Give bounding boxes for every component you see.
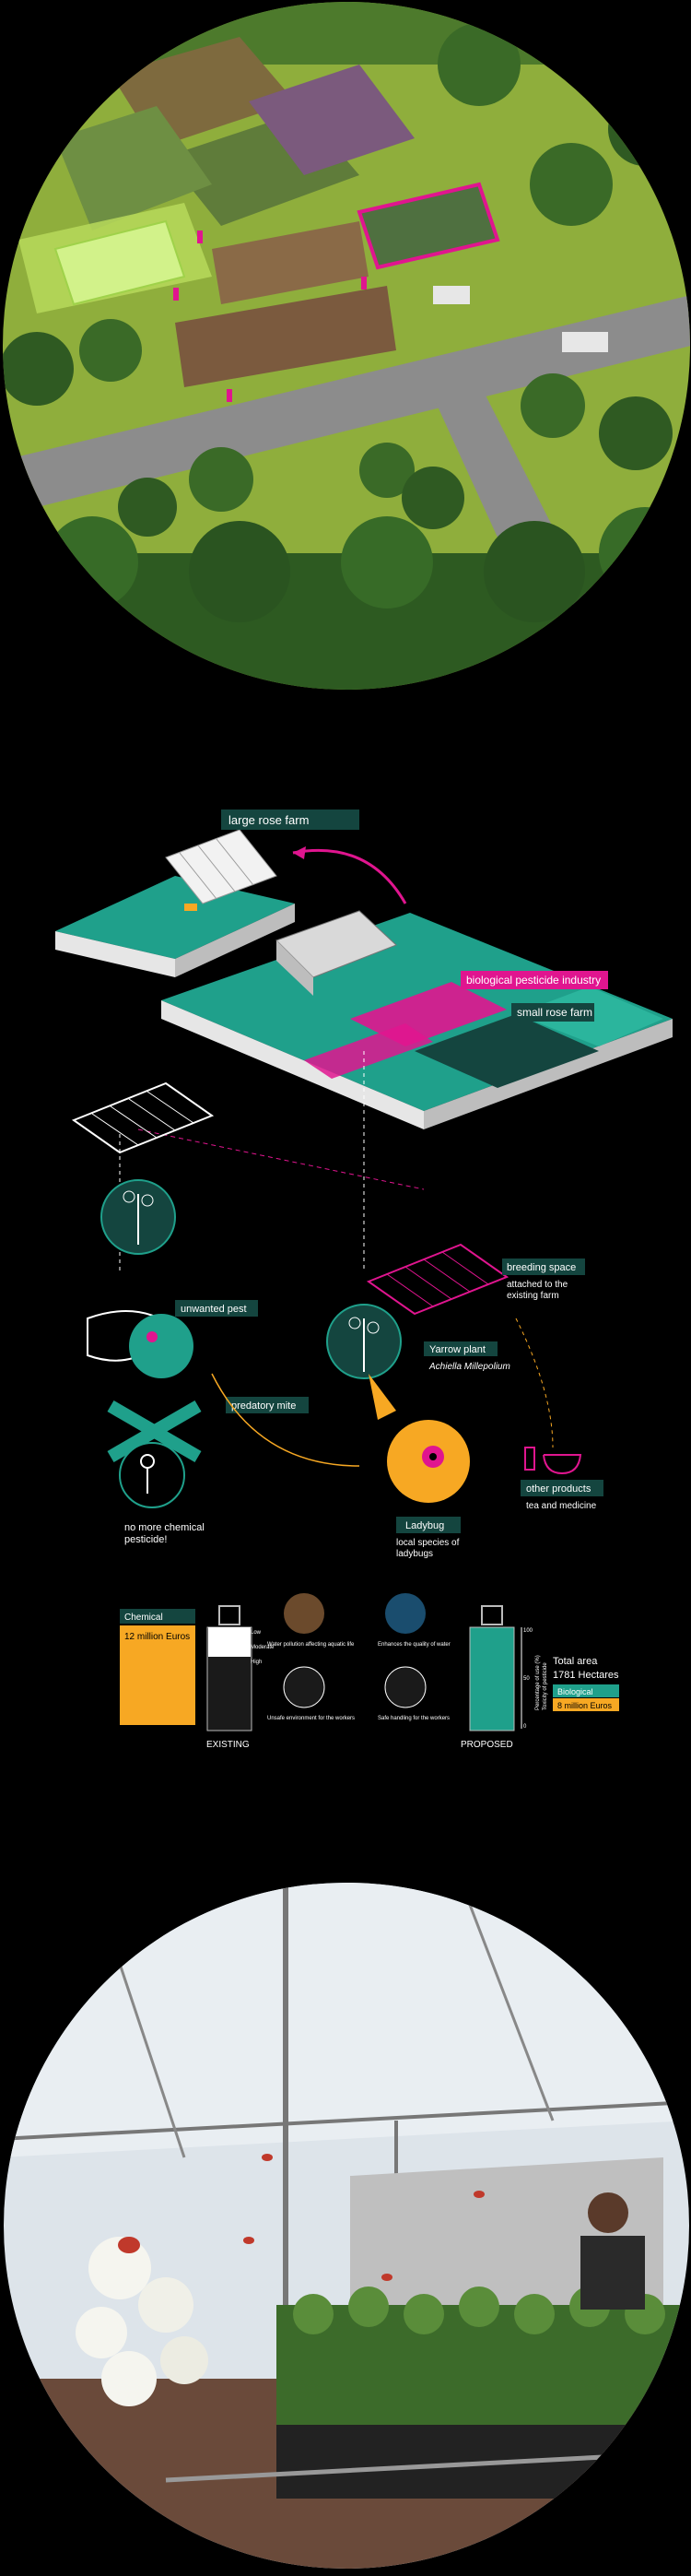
svg-text:EXISTING: EXISTING — [206, 1740, 250, 1750]
arrow-curve — [292, 848, 407, 904]
svg-text:biological pesticide industry: biological pesticide industry — [466, 974, 601, 987]
small-rose-farm-label: small rose farm — [511, 1003, 594, 1022]
svg-text:Yarrow plant: Yarrow plant — [429, 1344, 486, 1355]
unwanted-pest-group: unwanted pest — [87, 1300, 258, 1378]
svg-text:no more chemical: no more chemical — [124, 1522, 205, 1533]
svg-text:50: 50 — [523, 1676, 530, 1682]
svg-text:Enhances the quality of water: Enhances the quality of water — [378, 1642, 451, 1648]
svg-text:predatory mite: predatory mite — [231, 1400, 296, 1412]
ladybug-group: Ladybug local species of ladybugs — [369, 1374, 470, 1559]
yarrow-plant-group: Yarrow plant Achiella Millepolium — [326, 1304, 510, 1379]
svg-text:8 million Euros: 8 million Euros — [557, 1701, 613, 1710]
large-rose-farm-block — [55, 829, 295, 977]
svg-text:0: 0 — [523, 1724, 527, 1730]
svg-text:breeding space: breeding space — [507, 1262, 576, 1273]
biological-pesticide-industry-label: biological pesticide industry — [461, 971, 608, 989]
large-rose-farm-label: large rose farm — [221, 809, 359, 830]
svg-text:small rose farm: small rose farm — [517, 1006, 592, 1019]
svg-text:Biological: Biological — [557, 1687, 593, 1696]
svg-text:Low: Low — [251, 1630, 262, 1636]
plant-circle — [100, 1179, 176, 1255]
svg-text:Water pollution affecting aqua: Water pollution affecting aquatic life — [267, 1642, 355, 1648]
svg-text:Achiella Millepolium: Achiella Millepolium — [428, 1362, 510, 1372]
existing-bottle: Low Moderate High EXISTING — [206, 1605, 275, 1750]
svg-text:ladybugs: ladybugs — [396, 1549, 433, 1559]
chemical-panel: Chemical 12 million Euros — [120, 1609, 195, 1725]
greenhouse-interior-illustration — [4, 1883, 689, 2569]
svg-text:Toxicity of pesticide: Toxicity of pesticide — [543, 1662, 548, 1710]
effects-grid: Water pollution affecting aquatic life E… — [267, 1593, 451, 1721]
svg-text:100: 100 — [523, 1628, 533, 1634]
svg-text:Unsafe environment for the wor: Unsafe environment for the workers — [267, 1716, 355, 1721]
svg-text:pesticide!: pesticide! — [124, 1534, 167, 1545]
svg-text:Ladybug: Ladybug — [405, 1520, 444, 1531]
other-products-group: other products tea and medicine — [521, 1447, 603, 1511]
svg-text:Safe handling for the workers: Safe handling for the workers — [378, 1716, 450, 1721]
pesticide-diagram: large rose farm biological pesticide ind… — [55, 809, 673, 1750]
aerial-farm-illustration — [3, 2, 690, 690]
svg-text:12 million Euros: 12 million Euros — [124, 1632, 190, 1642]
svg-text:local species of: local species of — [396, 1538, 460, 1548]
svg-text:Total area: Total area — [553, 1656, 598, 1667]
svg-text:tea and medicine: tea and medicine — [526, 1501, 597, 1511]
scale-axis: 100 50 0 Percentage of use (%) Toxicity … — [521, 1627, 548, 1730]
farm-fields-block — [161, 910, 673, 1129]
svg-text:Moderate: Moderate — [251, 1645, 275, 1650]
svg-text:PROPOSED: PROPOSED — [461, 1740, 513, 1750]
breeding-space-label: breeding space attached to the existing … — [502, 1258, 585, 1301]
svg-text:Percentage of use (%): Percentage of use (%) — [535, 1655, 541, 1710]
proposed-summary: Total area 1781 Hectares Biological 8 mi… — [553, 1656, 619, 1711]
predatory-mite-label: predatory mite — [226, 1397, 309, 1413]
svg-text:Chemical: Chemical — [124, 1613, 163, 1623]
no-chemical-group: no more chemical pesticide! — [107, 1400, 205, 1545]
svg-text:existing farm: existing farm — [507, 1291, 559, 1301]
svg-text:other products: other products — [526, 1483, 591, 1495]
svg-text:1781 Hectares: 1781 Hectares — [553, 1670, 619, 1681]
greenhouse-white — [71, 1081, 215, 1154]
svg-text:High: High — [251, 1660, 262, 1665]
breeding-greenhouse — [366, 1243, 509, 1316]
proposed-bottle: PROPOSED — [461, 1605, 515, 1750]
svg-text:unwanted pest: unwanted pest — [181, 1304, 247, 1315]
svg-text:large rose farm: large rose farm — [228, 813, 309, 827]
svg-text:attached to the: attached to the — [507, 1280, 568, 1290]
